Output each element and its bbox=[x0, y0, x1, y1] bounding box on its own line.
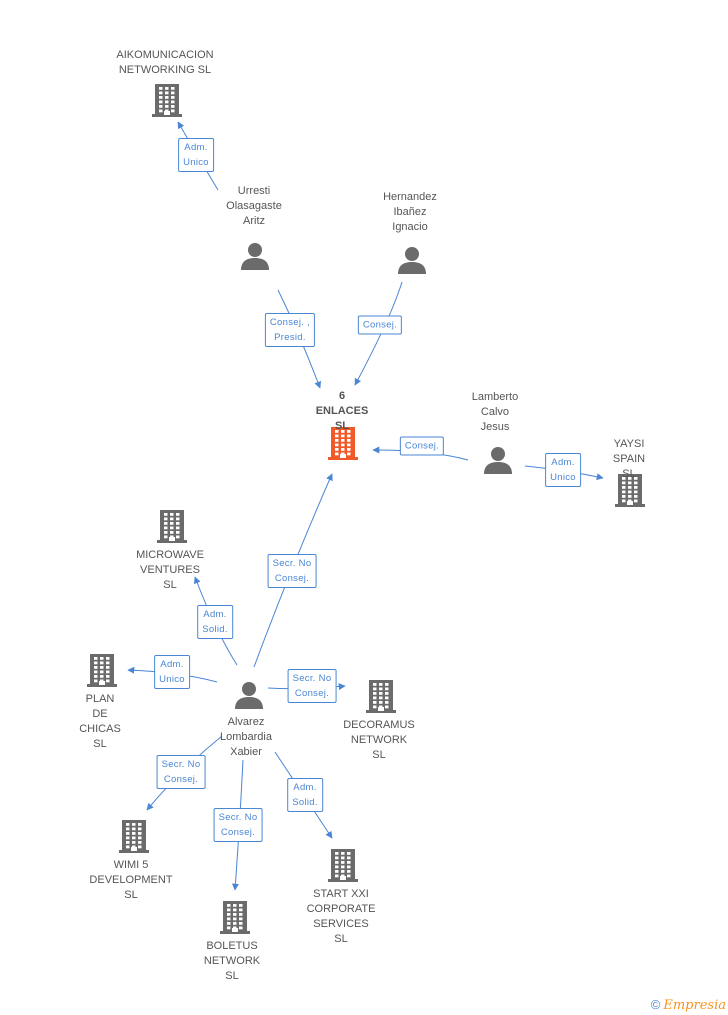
edge-label-lamberto-to-enlaces[interactable]: Consej. bbox=[399, 436, 445, 456]
building-icon[interactable] bbox=[219, 899, 251, 940]
edge-label-alvarez-to-boletus[interactable]: Secr. No Consej. bbox=[213, 808, 263, 842]
node-label-start[interactable]: START XXI CORPORATE SERVICES SL bbox=[306, 888, 376, 945]
edge-label-alvarez-to-decoramus[interactable]: Secr. No Consej. bbox=[287, 669, 337, 703]
building-main-icon[interactable] bbox=[327, 425, 359, 466]
edge-label-alvarez-to-enlaces[interactable]: Secr. No Consej. bbox=[267, 554, 317, 588]
node-label-plan[interactable]: PLAN DE CHICAS SL bbox=[79, 693, 121, 750]
building-icon[interactable] bbox=[365, 678, 397, 719]
copyright-icon: © bbox=[650, 997, 661, 1012]
edge-label-alvarez-to-wimi[interactable]: Secr. No Consej. bbox=[156, 755, 206, 789]
edge-label-urresti-to-aikomunicacion[interactable]: Adm. Unico bbox=[178, 138, 214, 172]
edge-label-alvarez-to-microwave[interactable]: Adm. Solid. bbox=[197, 605, 233, 639]
brand-logo: Empresia bbox=[663, 998, 726, 1013]
person-icon[interactable] bbox=[240, 241, 270, 276]
node-label-urresti[interactable]: Urresti Olasagaste Aritz bbox=[226, 185, 282, 227]
building-icon[interactable] bbox=[327, 847, 359, 888]
edge-label-alvarez-to-start[interactable]: Adm. Solid. bbox=[287, 778, 323, 812]
node-label-lamberto[interactable]: Lamberto Calvo Jesus bbox=[471, 391, 519, 433]
edge-label-urresti-to-enlaces[interactable]: Consej. , Presid. bbox=[264, 313, 316, 347]
node-label-decoramus[interactable]: DECORAMUS NETWORK SL bbox=[343, 719, 415, 761]
node-label-yaysi[interactable]: YAYSI SPAIN SL bbox=[612, 438, 646, 480]
node-label-microwave[interactable]: MICROWAVE VENTURES SL bbox=[136, 549, 204, 591]
node-label-wimi[interactable]: WIMI 5 DEVELOPMENT SL bbox=[89, 859, 173, 901]
node-label-aikomunicacion[interactable]: AIKOMUNICACION NETWORKING SL bbox=[116, 49, 214, 76]
person-icon[interactable] bbox=[397, 245, 427, 280]
building-icon[interactable] bbox=[86, 652, 118, 693]
node-label-alvarez[interactable]: Alvarez Lombardia Xabier bbox=[220, 716, 272, 758]
node-label-hernandez[interactable]: Hernandez Ibañez Ignacio bbox=[383, 191, 437, 233]
footer-brand: ©Empresia bbox=[651, 997, 726, 1013]
edge-label-lamberto-to-yaysi[interactable]: Adm. Unico bbox=[545, 453, 581, 487]
edge-label-hernandez-to-enlaces[interactable]: Consej. bbox=[357, 315, 403, 335]
node-label-boletus[interactable]: BOLETUS NETWORK SL bbox=[203, 940, 261, 982]
building-icon[interactable] bbox=[156, 508, 188, 549]
building-icon[interactable] bbox=[118, 818, 150, 859]
building-icon[interactable] bbox=[614, 472, 646, 513]
edge-label-alvarez-to-plan[interactable]: Adm. Unico bbox=[154, 655, 190, 689]
person-icon[interactable] bbox=[483, 445, 513, 480]
node-label-enlaces[interactable]: 6 ENLACES SL bbox=[315, 390, 369, 432]
person-icon[interactable] bbox=[234, 680, 264, 715]
building-icon[interactable] bbox=[151, 82, 183, 123]
